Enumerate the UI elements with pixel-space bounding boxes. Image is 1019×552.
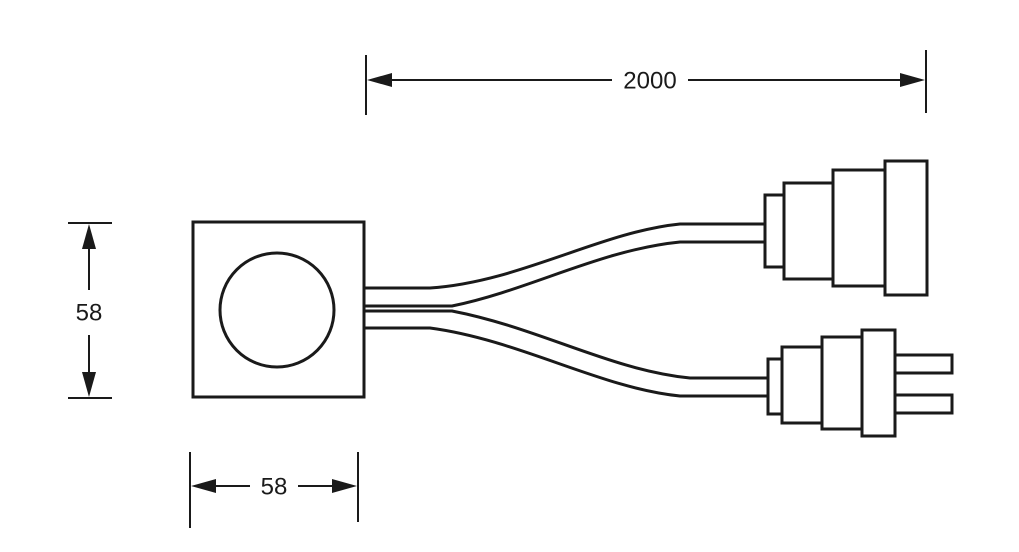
male-connector-body — [820, 335, 864, 431]
dimension-box-height: 58 — [68, 222, 112, 399]
male-connector-sleeve — [780, 345, 824, 425]
female-connector-sleeve — [782, 181, 835, 281]
male-connector-pin-bottom — [893, 393, 954, 415]
male-connector-collar — [766, 357, 784, 416]
arrowhead-down — [82, 372, 96, 397]
arrowhead-left — [367, 73, 392, 87]
female-connector — [763, 159, 929, 297]
box-width-label: 58 — [261, 474, 288, 501]
cable-upper-edge-bottom — [364, 240, 765, 308]
male-connector-head — [860, 328, 897, 438]
arrowhead-right — [900, 73, 925, 87]
switch-box — [191, 220, 366, 399]
male-connector-pin-top — [893, 353, 954, 375]
cable-lower-edge-top — [364, 309, 768, 380]
cable-lower-edge-bottom — [364, 326, 768, 398]
cable-upper-edge-top — [364, 222, 765, 290]
cable-length-label: 2000 — [623, 68, 676, 95]
round-button-icon — [218, 251, 336, 369]
female-connector-body — [831, 168, 887, 288]
female-connector-head — [883, 159, 929, 297]
dimension-box-width: 58 — [189, 452, 359, 528]
female-connector-collar — [763, 193, 786, 269]
cable-upper — [364, 222, 765, 308]
dimension-cable-length: 2000 — [365, 50, 927, 115]
box-height-label: 58 — [76, 300, 103, 327]
male-connector — [766, 328, 954, 438]
arrowhead-right — [332, 479, 357, 493]
cable-lower — [364, 309, 768, 398]
arrowhead-left — [191, 479, 216, 493]
arrowhead-up — [82, 224, 96, 249]
